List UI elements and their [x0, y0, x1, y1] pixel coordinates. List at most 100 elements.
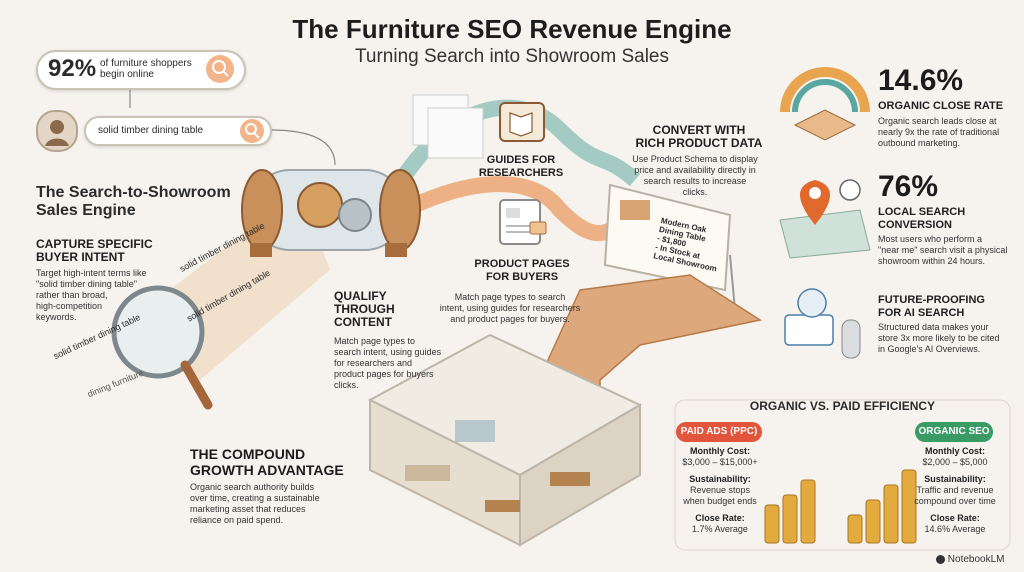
paid-sustainability-label: Sustainability:: [689, 474, 751, 484]
paid-sustainability-line: when budget ends: [683, 496, 757, 506]
organic-close-value: 14.6% Average: [924, 524, 986, 534]
efficiency-title: ORGANIC VS. PAID EFFICIENCY: [749, 399, 936, 413]
search-input[interactable]: solid timber dining table: [84, 116, 272, 146]
close-rate-body: Organic search leads close at nearly 9x …: [878, 116, 1018, 149]
watermark-text: NotebookLM: [947, 554, 1005, 565]
qualify-body-line: clicks.: [334, 380, 359, 390]
organic-seo-tag: ORGANIC SEO: [915, 422, 993, 442]
arrow-to-engine: [269, 129, 336, 166]
stat-search-value: 92%: [48, 55, 97, 82]
convert-body-line: clicks.: [682, 187, 708, 197]
qualify-title-line1: QUALIFY: [334, 289, 387, 303]
convert-body-line: search results to increase: [643, 176, 747, 186]
capture-body: Target high-intent terms like "solid tim…: [36, 268, 166, 323]
capture-title: CAPTURE SPECIFIC BUYER INTENT: [36, 238, 153, 264]
convert-body-line: price and availability directly in: [634, 165, 756, 175]
capture-title-line2: BUYER INTENT: [36, 250, 125, 264]
magnifier-icon: [111, 285, 213, 410]
close-rate-body-line: nearly 9x the rate of traditional: [878, 127, 1000, 137]
product-pages-title: PRODUCT PAGES FOR BUYERS: [462, 258, 582, 284]
organic-seo-details: Monthly Cost: $2,000 – $5,000 Sustainabi…: [905, 446, 1005, 535]
organic-sustainability-line: Traffic and revenue: [916, 485, 994, 495]
ai-body: Structured data makes your store 3x more…: [878, 322, 1018, 355]
compound-title: THE COMPOUND GROWTH ADVANTAGE: [190, 446, 344, 478]
page-title: The Furniture SEO Revenue Engine: [292, 14, 732, 44]
organic-coins-icon: [847, 469, 917, 544]
qualify-body-line: search intent, using guides: [334, 347, 442, 357]
search-icon[interactable]: [240, 119, 264, 143]
ai-body-line: in Google's AI Overviews.: [878, 344, 981, 354]
guides-title-line1: GUIDES FOR: [486, 154, 556, 166]
convert-title: CONVERT WITH RICH PRODUCT DATA: [632, 124, 766, 150]
engine-cylinder-icon: [241, 169, 421, 257]
capture-title-line1: CAPTURE SPECIFIC: [36, 237, 153, 251]
close-rate-title: ORGANIC CLOSE RATE: [878, 100, 1004, 112]
paid-cost-label: Monthly Cost:: [690, 446, 750, 456]
compound-body: Organic search authority builds over tim…: [190, 482, 350, 526]
stat-search-pill: 92% of furniture shoppers begin online: [36, 50, 246, 90]
stat-search-text: of furniture shoppers begin online: [100, 58, 192, 80]
compound-body-line: Organic search authority builds: [190, 482, 315, 492]
paid-ads-tag: PAID ADS (PPC): [676, 422, 762, 442]
compound-body-line: marketing asset that reduces: [190, 504, 306, 514]
organic-cost-label: Monthly Cost:: [925, 446, 985, 456]
product-pages-body-line: intent, using guides for researchers: [439, 303, 581, 313]
search-result-screen: [603, 183, 736, 311]
ai-body-line: Structured data makes your: [878, 322, 989, 332]
qualify-title: QUALIFY THROUGH CONTENT: [334, 290, 395, 329]
stat-search-text-line1: of furniture shoppers: [100, 58, 192, 69]
paid-close-label: Close Rate:: [695, 513, 745, 523]
local-search-body: Most users who perform a "near me" searc…: [878, 234, 1018, 267]
local-search-body-line: "near me" search visit a physical: [878, 245, 1008, 255]
compound-title-line1: THE COMPOUND: [190, 446, 306, 462]
close-rate-body-line: Organic search leads close at: [878, 116, 997, 126]
organic-sustainability-label: Sustainability:: [924, 474, 986, 484]
product-page-icon: [499, 199, 547, 245]
search-icon: [206, 55, 234, 83]
guides-title: GUIDES FOR RESEARCHERS: [476, 154, 566, 180]
local-search-body-line: showroom within 24 hours.: [878, 256, 986, 266]
capture-body-line: rather than broad,: [36, 290, 108, 300]
paid-ads-details: Monthly Cost: $3,000 – $15,000+ Sustaina…: [666, 446, 774, 535]
organic-close-label: Close Rate:: [930, 513, 980, 523]
guides-title-line2: RESEARCHERS: [478, 167, 564, 179]
local-search-title: LOCAL SEARCH CONVERSION: [878, 206, 965, 232]
close-rate-value: 14.6%: [878, 64, 964, 97]
qualify-body-line: Match page types to: [334, 336, 416, 346]
paid-close-value: 1.7% Average: [692, 524, 748, 534]
ai-title-line1: FUTURE-PROOFING: [878, 294, 985, 306]
engine-title-line1: The Search-to-Showroom: [36, 184, 231, 201]
local-search-title-line2: CONVERSION: [878, 219, 952, 231]
convert-body-line: Use Product Schema to display: [632, 154, 758, 164]
local-search-body-line: Most users who perform a: [878, 234, 983, 244]
engine-title: The Search-to-Showroom Sales Engine: [36, 184, 231, 220]
capture-body-line: high-competition: [36, 301, 103, 311]
paid-sustainability-line: Revenue stops: [689, 485, 751, 495]
organic-cost-value: $2,000 – $5,000: [922, 457, 988, 467]
local-search-value: 76%: [878, 170, 939, 203]
notebooklm-logo-icon: [936, 554, 945, 564]
efficiency-panel: [674, 399, 1011, 551]
convert-body: Use Product Schema to display price and …: [620, 154, 770, 198]
capture-body-line: "solid timber dining table": [36, 279, 137, 289]
qualify-body-line: for researchers and: [334, 358, 413, 368]
qualify-body-line: product pages for buyers: [334, 369, 434, 379]
book-icon: [499, 102, 545, 142]
compound-body-line: over time, creating a sustainable: [190, 493, 320, 503]
capture-body-line: Target high-intent terms like: [36, 268, 147, 278]
ai-body-line: store 3x more likely to be cited: [878, 333, 1000, 343]
stat-search-text-line2: begin online: [100, 69, 154, 80]
search-query: solid timber dining table: [98, 125, 204, 136]
map-pin-icon: [779, 179, 871, 259]
ai-search-icon: [784, 288, 861, 359]
watermark: NotebookLM: [936, 554, 1004, 565]
local-search-title-line1: LOCAL SEARCH: [878, 206, 966, 218]
ai-title: FUTURE-PROOFING FOR AI SEARCH: [878, 294, 985, 320]
compound-title-line2: GROWTH ADVANTAGE: [190, 462, 344, 478]
page-subtitle: Turning Search into Showroom Sales: [354, 46, 669, 67]
product-pages-body-line: Match page types to search: [454, 292, 566, 302]
handshake-icon: [780, 67, 870, 141]
qualify-title-line2: THROUGH: [334, 302, 395, 316]
paid-cost-value: $3,000 – $15,000+: [682, 457, 758, 467]
